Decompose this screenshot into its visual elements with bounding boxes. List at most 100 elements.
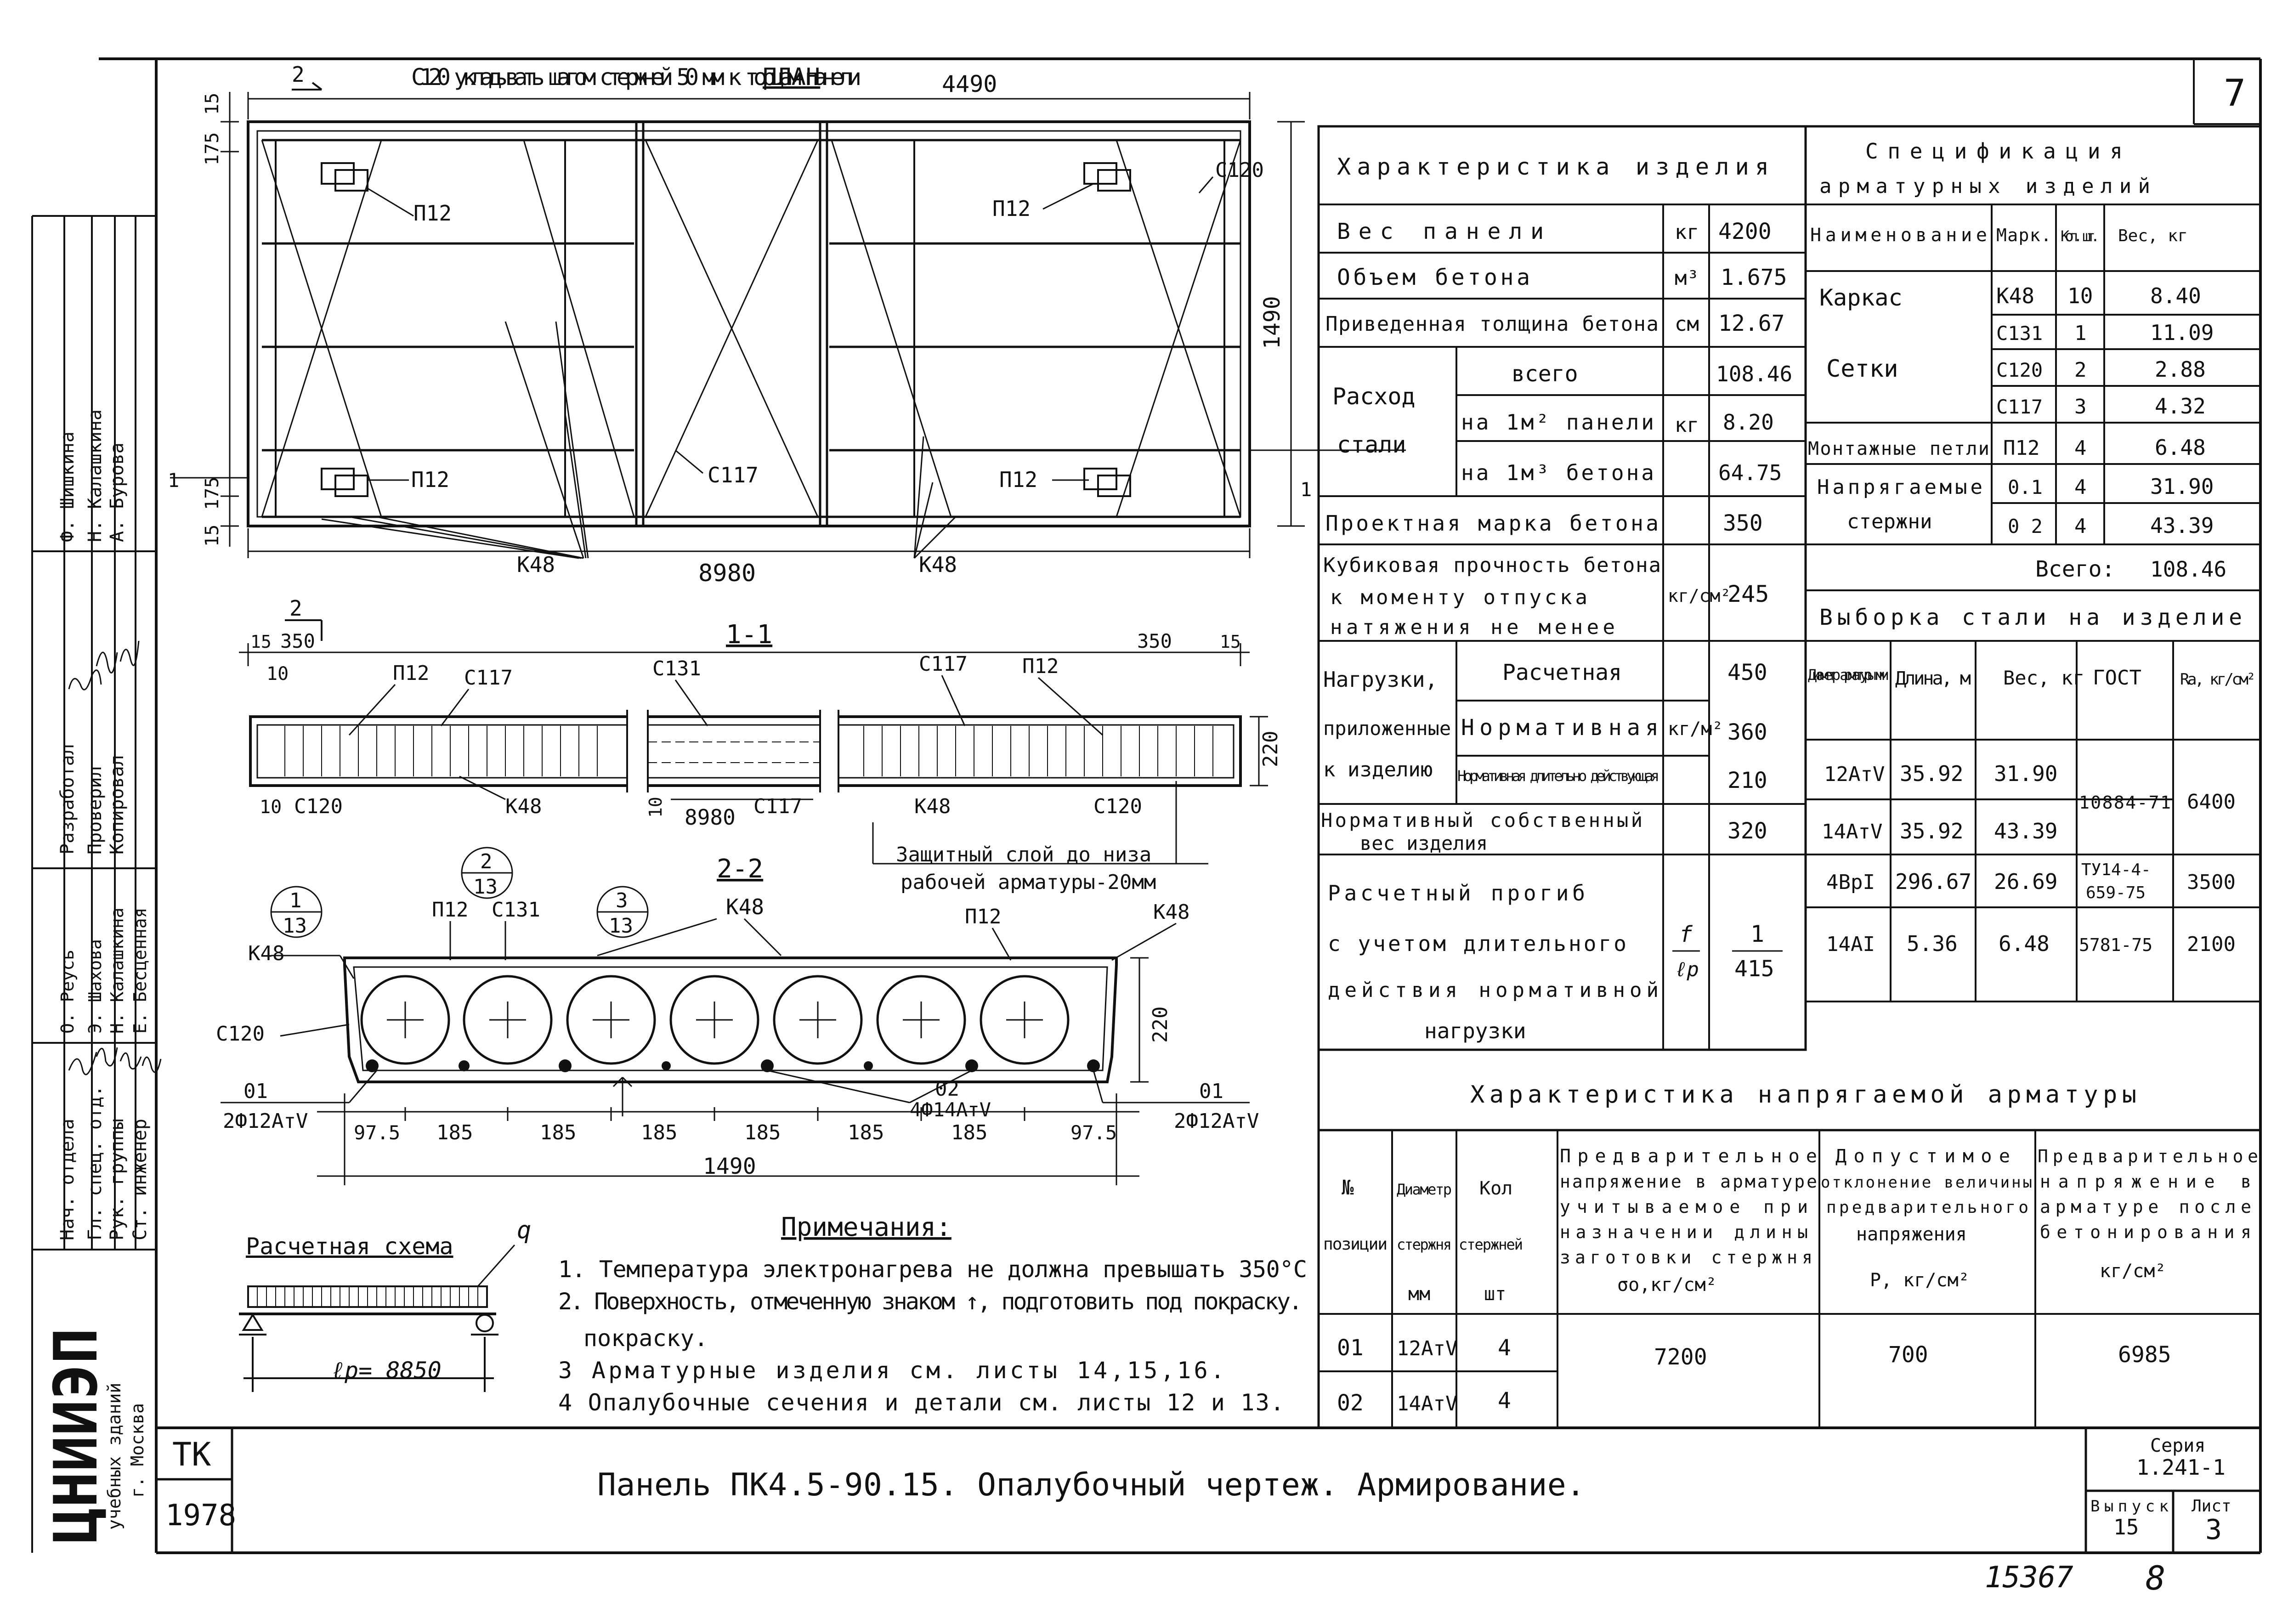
steel-row3-name: на 1м³ бетона [1461,460,1654,485]
defl-unit-top: f [1679,922,1693,947]
sec11-note-line2: рабочей арматуры-20мм [900,871,1156,894]
plan-label-c120: С120 [1215,158,1264,182]
steel-label2: стали [1337,431,1406,458]
steel-sel-r2-d: 14АтV [1822,820,1882,843]
spec-total-val: 108.46 [2150,557,2226,582]
load-row2-name: Нормативная [1461,715,1659,741]
title-tk: ТК [172,1436,211,1473]
spec-row2-w: 11.09 [2150,320,2214,345]
archive-number: 15367 [1985,1561,2073,1595]
steel-sel-r1-d: 12АтV [1824,763,1885,786]
tension-r1-dia: 12АтV [1397,1337,1457,1360]
sec11-c117c: С117 [753,795,802,818]
section-2-2: 2-2 1 13 2 13 3 13 П12 С131 К48 П12 К48 … [216,847,1259,1185]
spec-table: Спецификация арматурных изделий Наименов… [1806,139,2260,642]
tension-title: Характеристика напрягаемой арматуры [1470,1081,2136,1109]
plan-label-k48-2: К48 [919,552,957,577]
load-l1: Нагрузки, [1323,667,1438,692]
steel-sel-title: Выборка стали на изделие [1819,605,2242,630]
sec11-c120b: С120 [1093,795,1142,818]
spec-row5-mark: П12 [2003,436,2039,460]
steel-sel-h-gost: ГОСТ [2093,666,2141,690]
title-block: ТК 1978 Панель ПК4.5-90.15. Опалубочный … [156,1428,2260,1553]
spec-row4-w: 4.32 [2155,394,2206,419]
calc-supports [239,1313,498,1392]
spec-row4-mark: С117 [1996,396,2043,418]
tension-h-dev-5: Р, кг/см² [1870,1270,1970,1291]
plan-dim-15-top: 15 [202,93,223,115]
sec22-lbl01-r2: 2Ф12АтV [1174,1109,1259,1133]
defl-l1: Расчетный прогиб [1328,881,1585,905]
steel-sel-gost1: 10884-71 [2079,792,2171,813]
cube-l1: Кубиковая прочность бетона [1323,554,1661,577]
steel-sel-r3-w: 26.69 [1994,869,2057,894]
tension-h-pre-4: назначении длины [1560,1222,1808,1242]
spec-h-w: Вес, кг [2118,226,2188,245]
section11-title: 1-1 [726,620,772,650]
sec11-body [249,715,1242,787]
tension-dev-val: 700 [1888,1342,1928,1368]
load-l2: приложенные [1323,717,1451,740]
spec-h-qty: Кол. шт. [2061,227,2100,245]
tension-r1-pos: 01 [1337,1335,1364,1361]
tension-r2-pos: 02 [1337,1390,1364,1416]
defl-val-bot: 415 [1734,956,1774,982]
steel-selection-table: Выборка стали на изделие Диаметр арматур… [1806,605,2260,1002]
spec-row6-w: 31.90 [2150,474,2214,499]
stamp-role-1: Нач. отдела [57,1119,78,1240]
steel-sel-gost3: 5781-75 [2079,935,2152,955]
tension-h-dia1: Диаметр [1397,1181,1452,1198]
stamp-name-2: Н. Калашкина [85,409,106,542]
load-l3: к изделию [1323,758,1433,781]
stamp-role-7: Копировал [107,755,128,854]
grade-val: 350 [1723,510,1763,536]
product-row3-name: Приведенная толщина бетона [1325,312,1659,336]
tension-h-dev-1: Допустимое [1835,1146,2010,1167]
spec-row3-name: Сетки [1826,355,1898,383]
spec-h-mark: Марк. [1996,225,2051,245]
plan-section-mark-top: 2 [292,62,305,87]
left-stamp-grid [31,215,156,1553]
plan-label-c117: С117 [708,463,759,487]
sec11-c117a: С117 [464,666,513,690]
product-row2-val: 1.675 [1721,265,1787,290]
sec22-dim-2: 185 [540,1121,576,1144]
steel-sel-gost2-l1: ТУ14-4- [2081,860,2151,879]
title-issue-label: Выпуск [2090,1497,2169,1516]
sec22-rebars [366,1059,1100,1072]
sec11-d350r: 350 [1137,630,1172,652]
spec-row7-w: 43.39 [2150,513,2214,538]
sec11-d8980: 8980 [685,805,736,830]
own-val: 320 [1727,818,1767,844]
load-row3-val: 210 [1727,768,1767,793]
tension-h-fin-1: Предварительное [2038,1146,2258,1166]
load-row1-val: 450 [1727,660,1767,685]
tension-h-pre-1: Предварительное [1560,1146,1817,1167]
stamp-name-6: Н. Калашкина [107,907,127,1034]
title-series-label: Серия [2150,1435,2205,1456]
stamp-name-1: Ф. Шишкина [57,431,78,542]
cube-val: 245 [1727,581,1769,607]
plan-label-p12-3: П12 [411,467,449,492]
sec22-k48-top: К48 [726,894,764,919]
spec-title1: Спецификация [1865,139,2123,164]
title-year: 1978 [165,1499,236,1533]
tension-h-pos2: позиции [1323,1235,1388,1254]
tension-h-fin-5: кг/см² [2100,1261,2166,1282]
tension-h-dia2: стержня [1397,1236,1452,1253]
steel-sel-ra3: 2100 [2187,933,2236,956]
sec22-callout1-top: 1 [289,889,302,912]
tension-h-fin-3: арматуре после [2040,1197,2251,1217]
title-series-val: 1.241-1 [2136,1455,2226,1480]
defl-l2: с учетом длительного [1328,931,1626,956]
steel-row3-val: 64.75 [1718,460,1782,485]
stamp-roles: Нач. отдела Гл. спец. отд. Рук. группы С… [57,409,151,1240]
product-row3-val: 12.67 [1718,311,1785,336]
plan-title: ПЛАН [763,63,820,91]
stamp-name-4: О. Реусь [57,950,78,1034]
plan-label-p12-4: П12 [999,467,1037,492]
corner-page-number: 7 [2224,72,2246,114]
sec22-p12b: П12 [965,905,1001,928]
org-logo: ЦНИИЭП [41,1328,111,1544]
sec11-d220: 220 [1259,731,1282,767]
